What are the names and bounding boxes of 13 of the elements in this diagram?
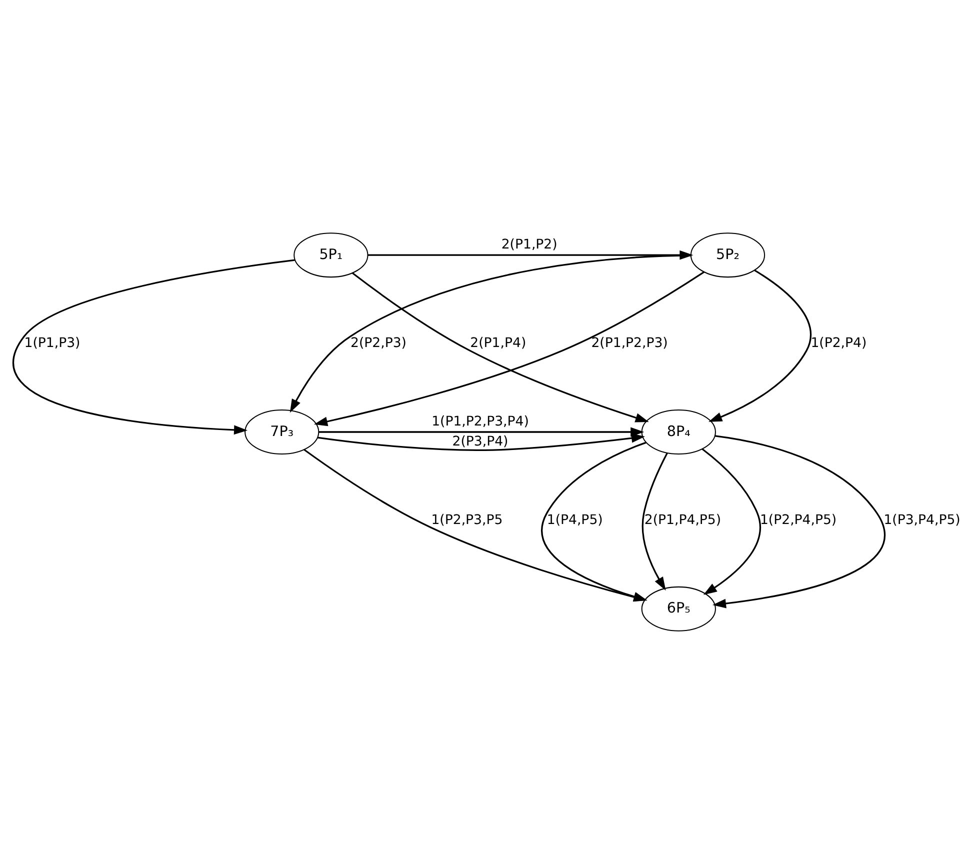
edge-label: 1(P1,P2,P3,P4)	[431, 414, 528, 429]
edge-label: 2(P1,P4)	[470, 336, 526, 351]
edge-label: 2(P2,P3)	[350, 336, 406, 351]
edge-label: 2(P1,P2,P3)	[590, 336, 668, 351]
edge-label: 2(P1,P4,P5)	[644, 512, 721, 528]
edge-label: 1(P2,P4,P5)	[759, 512, 836, 528]
edge-label: 1(P4,P5)	[546, 512, 602, 528]
edge-label: 2(P3,P4)	[452, 434, 508, 450]
edge-label: 2(P1,P2)	[500, 236, 557, 252]
edge-label: 1(P3,P4,P5)	[883, 512, 960, 528]
edge-label: 1(P2,P4)	[810, 336, 866, 351]
edge-label: 1(P1,P3)	[24, 336, 80, 351]
edge-label: 1(P2,P3,P5	[430, 512, 502, 528]
